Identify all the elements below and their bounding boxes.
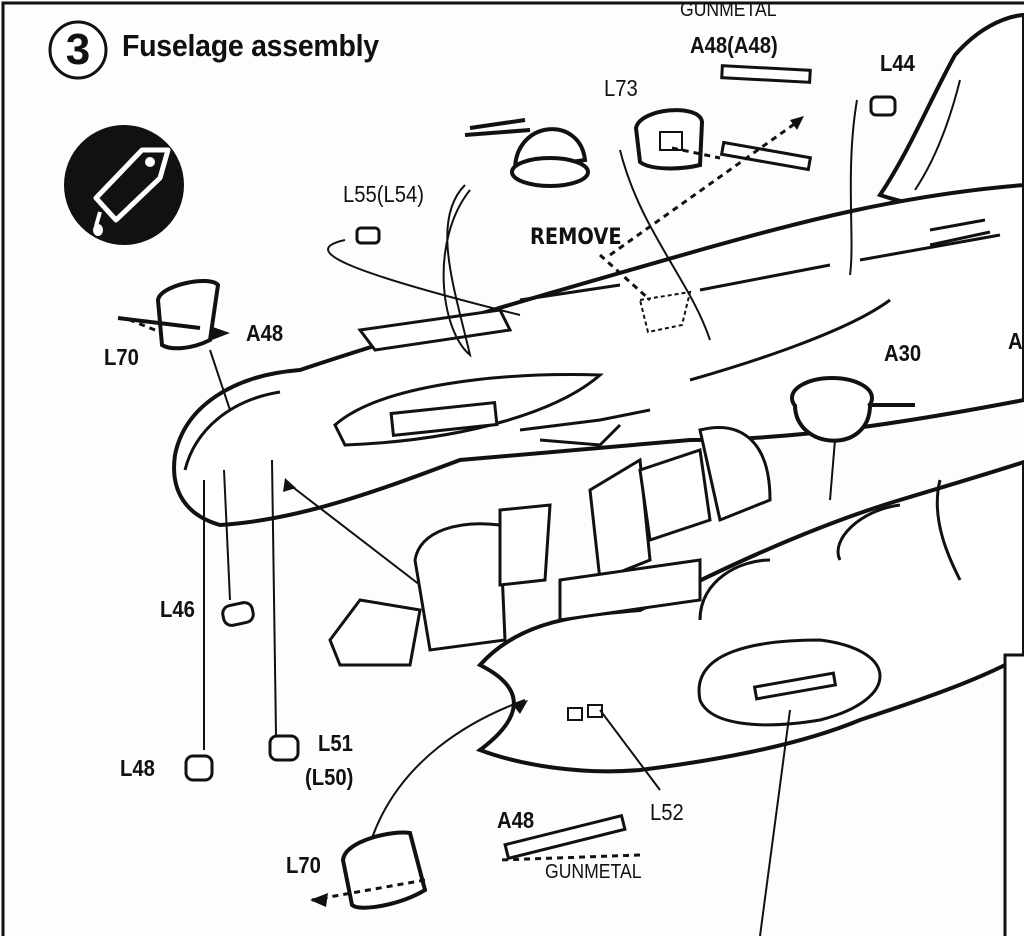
upper-fuselage (172, 182, 1024, 528)
part-l70-left (117, 279, 221, 351)
glue-tube-icon (64, 125, 184, 245)
part-a48-top (719, 64, 813, 172)
cockpit-interior (328, 426, 772, 667)
label-l52: L52 (650, 799, 684, 825)
top-turret (464, 118, 590, 188)
label-a-edge: A (1008, 328, 1023, 354)
label-a48-top: A48(A48) (690, 32, 778, 58)
label-l46: L46 (160, 596, 195, 622)
label-a30: A30 (884, 340, 922, 366)
label-a48-bottom: A48 (497, 807, 535, 833)
label-l70-left: L70 (104, 344, 139, 370)
part-l51 (268, 734, 300, 762)
part-l70-bottom (340, 830, 428, 910)
label-l55: L55(L54) (343, 181, 425, 207)
side-note-box (1003, 653, 1024, 936)
part-l73 (633, 108, 705, 171)
step-circle (48, 20, 108, 80)
label-gunmetal-bottom: GUNMETAL (545, 861, 642, 883)
part-l48 (184, 754, 214, 782)
part-l46 (221, 601, 255, 627)
label-l44: L44 (880, 50, 915, 76)
step-title: Fuselage assembly (122, 28, 379, 63)
part-l44 (869, 95, 897, 117)
dashed-guides (124, 118, 801, 902)
part-l55 (355, 226, 381, 245)
label-l48: L48 (120, 755, 155, 781)
label-l50: (L50) (305, 764, 354, 790)
arrows (210, 116, 804, 907)
ball-turret (790, 376, 915, 443)
label-l70-bottom: L70 (286, 852, 321, 878)
label-l73: L73 (604, 75, 638, 101)
label-remove: REMOVE (530, 225, 622, 250)
label-a48-left: A48 (246, 320, 284, 346)
label-l51: L51 (318, 730, 353, 756)
label-gunmetal-top: GUNMETAL (680, 0, 777, 21)
step-number: 3 (65, 25, 91, 74)
part-a48-bottom (503, 813, 627, 861)
leader-lines (203, 99, 858, 936)
lower-fuselage (475, 459, 1024, 774)
